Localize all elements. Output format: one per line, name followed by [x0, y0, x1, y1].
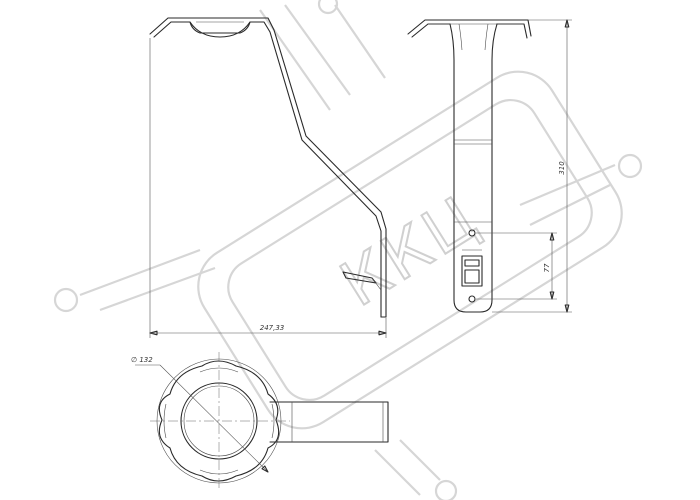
watermark-circle-left: [53, 287, 79, 313]
front-view: [407, 19, 532, 313]
front-view-stem: [449, 23, 498, 313]
side-view: [149, 17, 387, 318]
side-view-top-outline: [149, 17, 387, 318]
width-dimension: 247,33: [149, 38, 387, 338]
ring-diameter-label: ∅ 132: [131, 356, 153, 364]
watermark-inner-frame: [227, 99, 593, 401]
watermark-outer-frame: [197, 70, 623, 430]
front-view-top-flange: [407, 19, 532, 39]
front-view-upper-hole: [468, 229, 476, 237]
top-view-lobed-ring: [158, 360, 280, 482]
width-dimension-label: 247,33: [260, 324, 285, 332]
watermark-circle-top: [317, 0, 339, 15]
watermark-circle-right: [617, 153, 643, 179]
front-view-lower-hole: [468, 295, 476, 303]
overall-height-label: 310: [558, 161, 566, 175]
watermark-text: ККЦ: [328, 180, 492, 320]
height-dimensions: 310 77: [476, 19, 572, 313]
watermark: ККЦ: [53, 0, 643, 500]
top-view: ∅ 132: [131, 352, 389, 490]
watermark-circle-bottom: [434, 479, 458, 500]
front-view-clip: [461, 255, 483, 287]
hole-spacing-label: 77: [543, 263, 551, 272]
top-view-arm: [269, 401, 389, 443]
